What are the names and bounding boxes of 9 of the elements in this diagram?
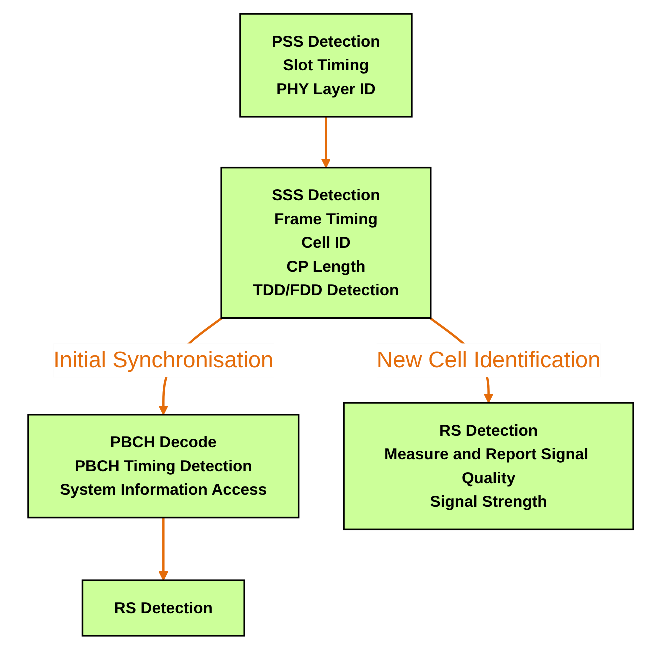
node-box: PBCH Decode PBCH Timing Detection System Information Access xyxy=(28,414,300,519)
edge-label: New Cell Identification xyxy=(376,348,601,374)
node-box: RS Detection Measure and Report Signal Quality Signal Strength xyxy=(343,402,634,531)
edge-label: Initial Synchronisation xyxy=(54,348,274,374)
node-box: SSS Detection Frame Timing Cell ID CP Length TDD/FDD Detection xyxy=(220,166,432,320)
node-box: PSS Detection Slot Timing PHY Layer ID xyxy=(240,13,413,118)
arrow xyxy=(321,116,332,168)
arrow xyxy=(158,518,169,581)
node-box: RS Detection xyxy=(82,580,246,637)
